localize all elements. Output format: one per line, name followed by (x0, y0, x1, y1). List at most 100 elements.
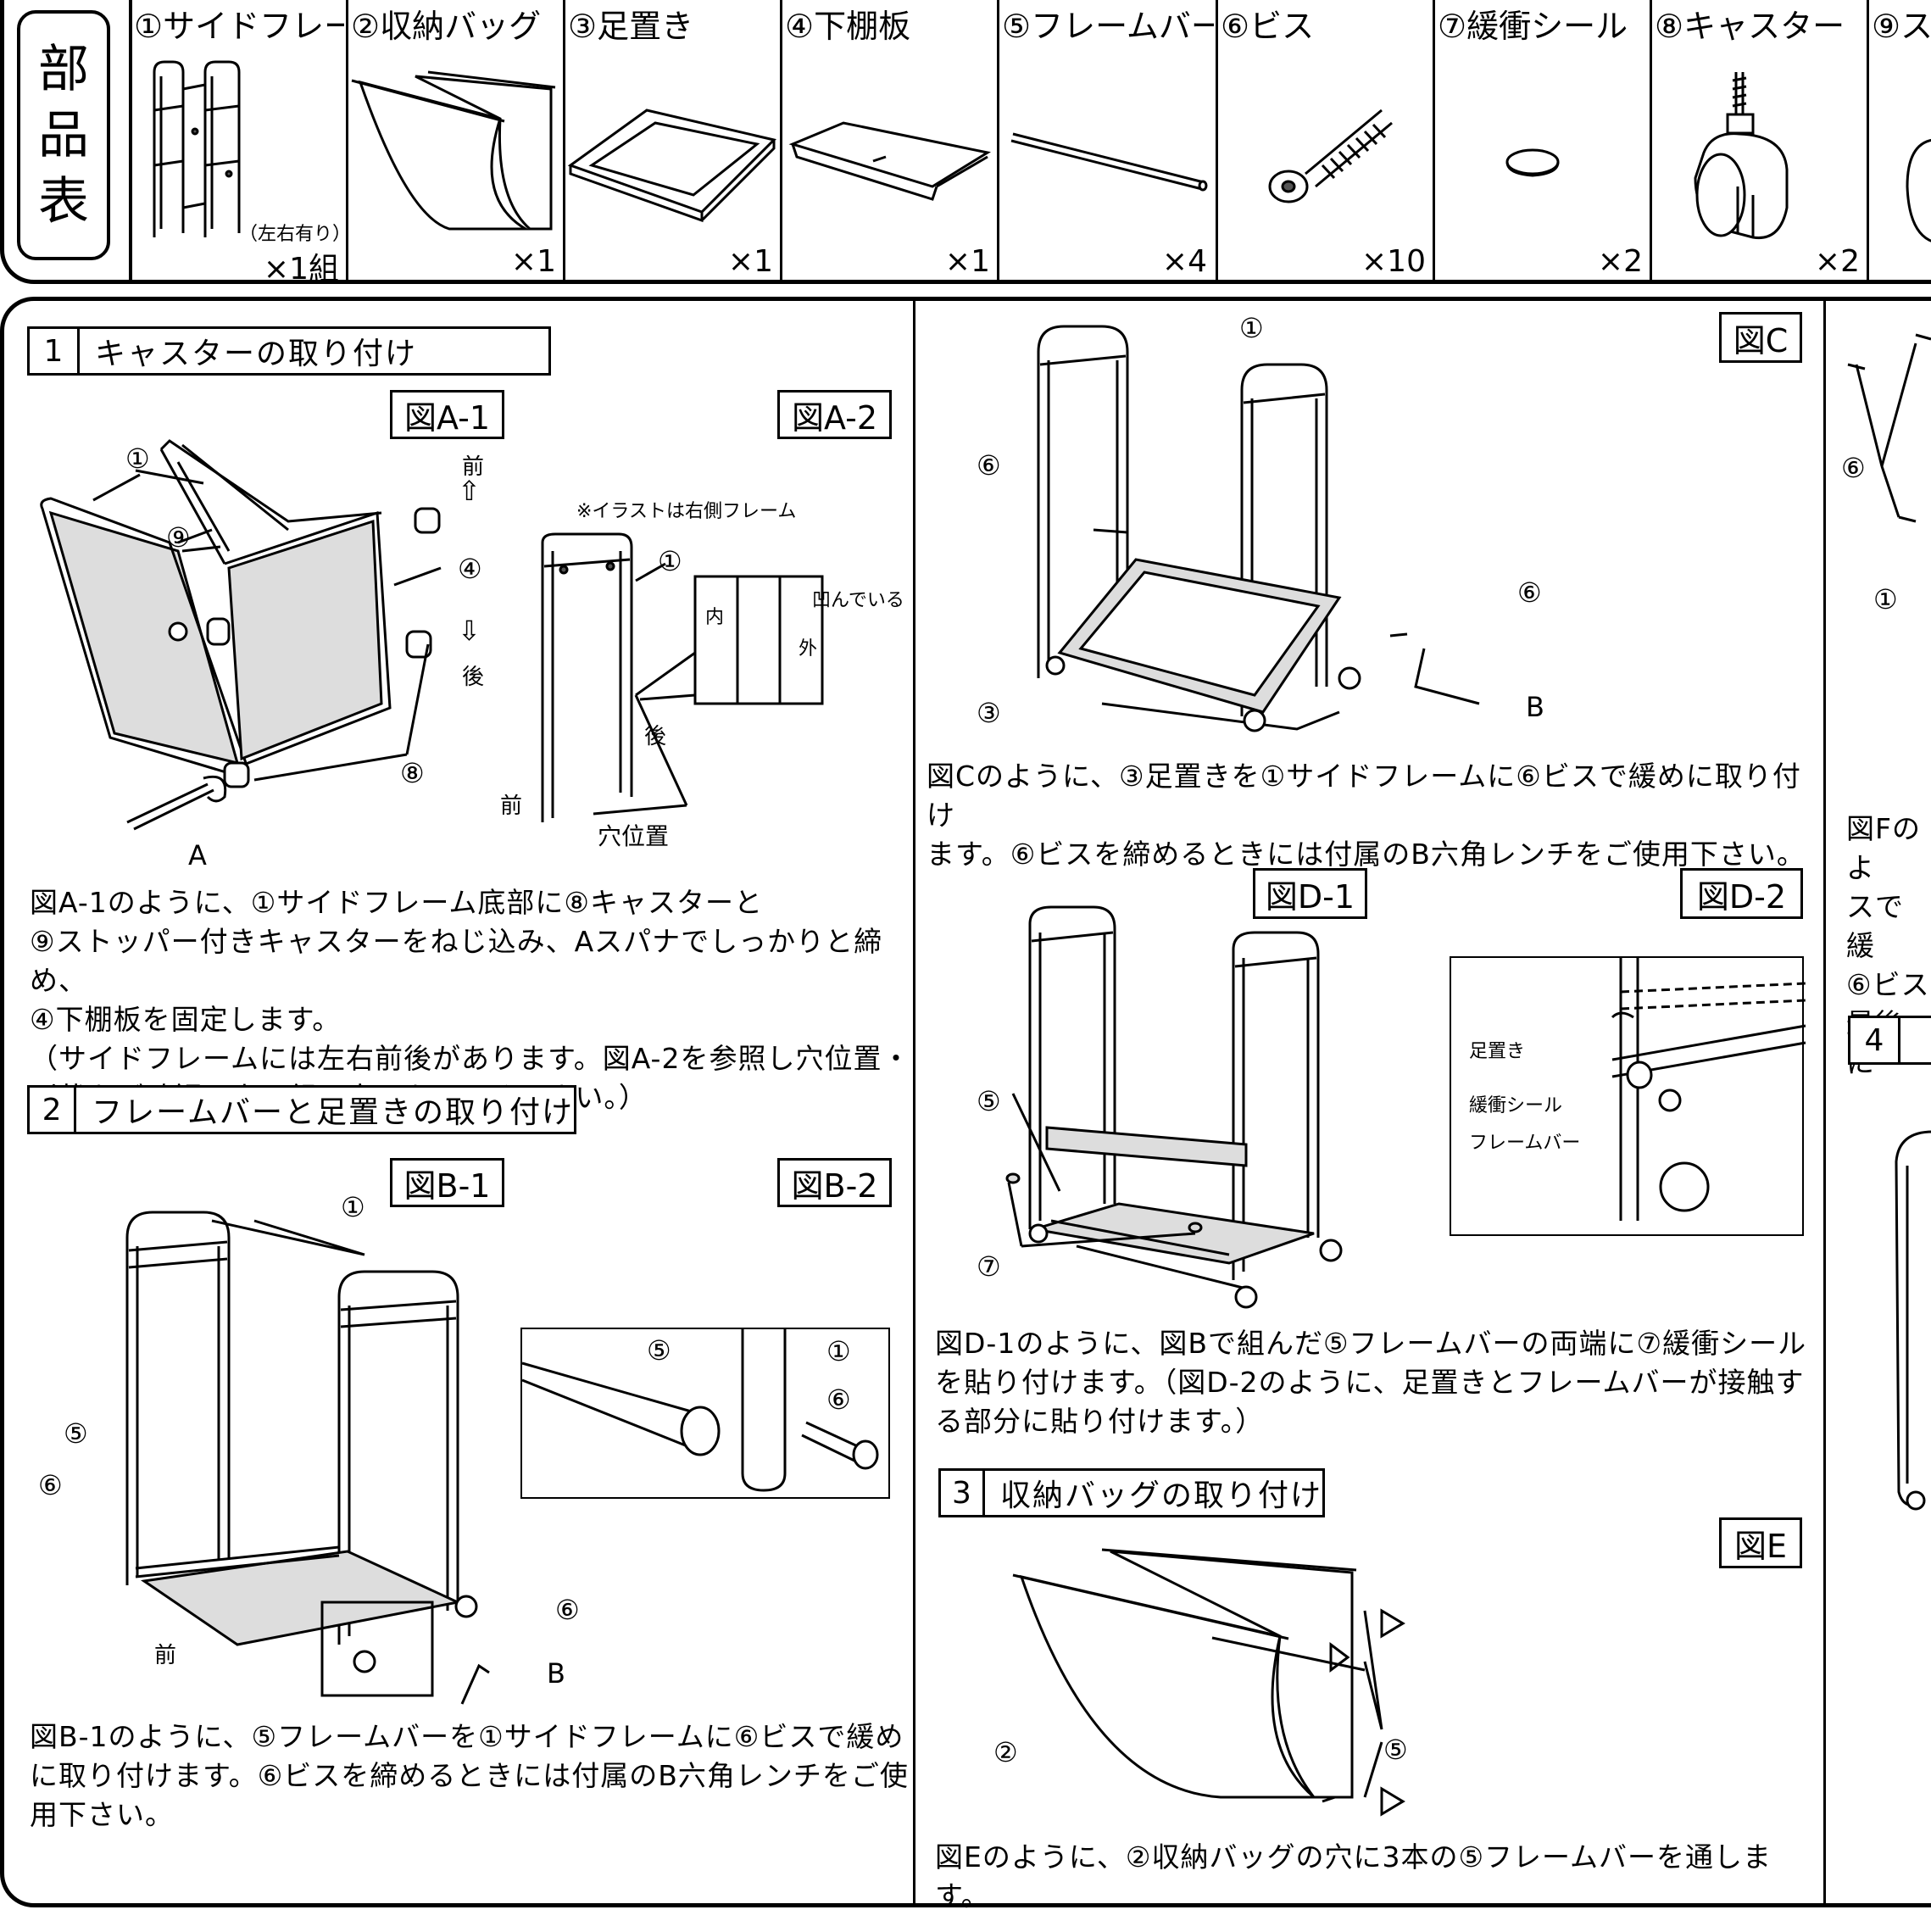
arrow-down-icon: ⇩ (458, 615, 481, 647)
back-label: 後 (462, 665, 485, 690)
fig-a2-illustration (541, 532, 824, 822)
footrest-illustration (567, 109, 776, 223)
front-label-b1: 前 (154, 1643, 177, 1668)
stopper-caster-illustration (1906, 138, 1931, 242)
screw-illustration (1268, 109, 1393, 203)
callout-5-b2: ⑤ (647, 1334, 671, 1367)
step3-number: 3 (941, 1471, 985, 1515)
front-label: 前 (462, 454, 485, 480)
callout-6b-b1: ⑥ (555, 1594, 580, 1626)
fig-d1-label: 図D-1 (1253, 868, 1367, 919)
frame-bar-label: フレームバー (1469, 1133, 1581, 1154)
column-divider (913, 298, 915, 1903)
fig-a1-label: 図A-1 (390, 390, 504, 439)
part-name-cushion-seal: ⑦緩衝シール (1438, 10, 1628, 42)
callout-9: ⑨ (166, 521, 191, 554)
step4-partial-illustration (1895, 1130, 1931, 1511)
callout-6-b1: ⑥ (38, 1469, 63, 1501)
caster-illustration (1694, 72, 1789, 240)
step3-title: 収納バッグの取り付け (999, 1478, 1322, 1513)
callout-6b-c: ⑥ (1517, 576, 1542, 609)
wrench-label-a: A (188, 839, 207, 871)
part-name-caster: ⑧キャスター (1655, 10, 1845, 42)
part-name-frame-bar: ⑤フレームバー (1002, 10, 1214, 42)
inner-label: 内 (705, 607, 725, 628)
footrest-label: 足置き (1469, 1041, 1526, 1062)
step2-body: 図B-1のように、⑤フレームバーを①サイドフレームに⑥ビスで緩め に取り付けます… (30, 1720, 909, 1831)
divider (1433, 0, 1435, 280)
frame-bar-illustration (1010, 132, 1208, 192)
callout-1-f: ① (1873, 583, 1898, 615)
front-label-a2: 前 (500, 793, 523, 819)
divider (346, 0, 348, 280)
callout-6-c: ⑥ (977, 449, 1001, 482)
callout-1-c: ① (1239, 312, 1264, 344)
parts-title-char: 品 (38, 105, 89, 165)
part-name-stopper-caster: ⑨ス (1872, 10, 1931, 42)
divider (129, 0, 132, 280)
wrench-label-b-c: B (1526, 691, 1544, 723)
fig-d1-illustration (1005, 905, 1343, 1309)
parts-title-char: 部 (38, 39, 89, 99)
callout-1: ① (125, 443, 150, 475)
callout-1-a2: ① (658, 545, 682, 577)
part-qty: ×10 (1361, 244, 1426, 279)
part-name-screw: ⑥ビス (1221, 10, 1315, 42)
fig-a2-note: ※イラストは右側フレーム (576, 501, 797, 522)
storage-bag-illustration (351, 70, 556, 231)
fig-e-illustration (1012, 1548, 1405, 1817)
fig-c-label: 図C (1719, 312, 1802, 363)
step2-number: 2 (30, 1088, 77, 1132)
back-label-a2: 後 (644, 724, 667, 749)
fig-f-partial-illustration (1847, 333, 1931, 523)
part-qty: ×1 (944, 244, 990, 279)
part-name-lower-shelf: ④下棚板 (785, 10, 911, 42)
fig-a2-label: 図A-2 (777, 390, 892, 439)
fig-d2-detail-box (1450, 956, 1806, 1236)
hex-wrench-icon (460, 1663, 490, 1705)
dent-label: 凹んでいる (812, 590, 904, 611)
divider (563, 0, 565, 280)
callout-1-b1: ① (341, 1191, 365, 1223)
hole-position-label: 穴位置 (598, 822, 670, 850)
fig-c-illustration (1037, 325, 1480, 732)
part-qty: ×4 (1161, 244, 1207, 279)
step-d-body: 図D-1のように、図Bで組んだ⑤フレームバーの両端に⑦緩衝シール を貼り付けます… (935, 1327, 1807, 1438)
column-divider (1823, 298, 1826, 1903)
divider (780, 0, 782, 280)
part-note-left-right: （左右有り） (239, 224, 352, 245)
callout-5-e: ⑤ (1383, 1734, 1408, 1766)
part-name-footrest: ③足置き (568, 10, 694, 42)
divider (1867, 0, 1869, 280)
outer-label: 外 (799, 638, 818, 660)
fig-e-label: 図E (1719, 1517, 1802, 1568)
parts-title-char: 表 (38, 171, 89, 231)
cushion-seal-label: 緩衝シール (1469, 1095, 1563, 1116)
divider (997, 0, 999, 280)
fig-b2-label: 図B-2 (777, 1158, 892, 1207)
callout-6-b2: ⑥ (826, 1384, 851, 1416)
part-qty: ×1 (727, 244, 773, 279)
callout-1-b2: ① (826, 1335, 851, 1367)
step1-title: キャスターの取り付け (95, 337, 418, 371)
part-qty: ×2 (1597, 244, 1643, 279)
fig-b1-illustration (125, 1211, 478, 1697)
callout-8: ⑧ (400, 757, 425, 789)
fig-d2-label: 図D-2 (1680, 868, 1803, 919)
part-qty: ×2 (1814, 244, 1860, 279)
step1-body: 図A-1のように、①サイドフレーム底部に⑧キャスターと ⑨ストッパー付きキャスタ… (30, 886, 911, 1114)
parts-title-box: 部 品 表 (17, 10, 110, 260)
cushion-seal-illustration (1505, 148, 1560, 177)
callout-7-d1: ⑦ (977, 1250, 1001, 1283)
step3-body: 図Eのように、②収納バッグの穴に3本の⑤フレームバーを通します。 (935, 1840, 1772, 1913)
arrow-up-icon: ⇧ (458, 475, 481, 507)
side-frame-illustration (153, 60, 241, 237)
fig-b2-detail-box (520, 1328, 890, 1499)
fig-a1-illustration (40, 439, 442, 831)
step3-header: 3 収納バッグの取り付け (938, 1468, 1325, 1517)
parts-table (0, 0, 1931, 284)
divider (1650, 0, 1652, 280)
callout-5-d1: ⑤ (977, 1085, 1001, 1117)
step2-header: 2 フレームバーと足置きの取り付け (27, 1085, 576, 1134)
step2-title: フレームバーと足置きの取り付け (92, 1095, 574, 1130)
